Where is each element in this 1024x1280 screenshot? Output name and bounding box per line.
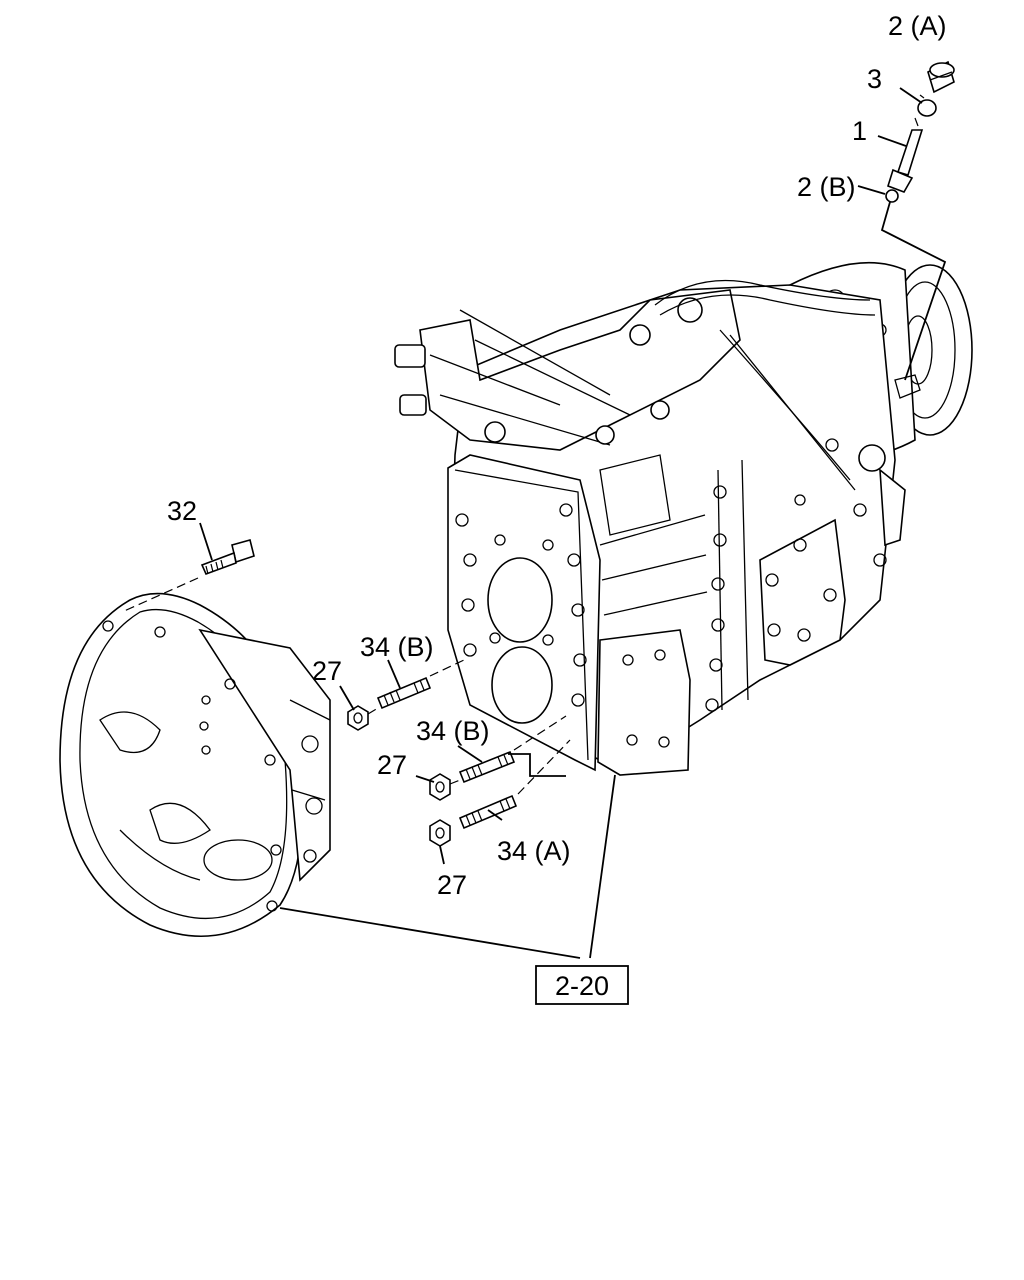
transmission-case — [394, 261, 973, 776]
nut-part — [429, 819, 451, 847]
callout-34b-lower: 34 (B) — [416, 716, 490, 746]
breather-pipe-part — [887, 129, 924, 193]
callout-2b: 2 (B) — [797, 172, 856, 202]
callout-27-middle: 27 — [377, 750, 407, 780]
stud-part — [458, 794, 518, 830]
plug-part — [885, 189, 899, 203]
reference-box[interactable]: 2-20 — [535, 965, 629, 1005]
reference-label: 2-20 — [555, 971, 609, 1001]
callout-27-lower: 27 — [437, 870, 467, 900]
callout-27-upper: 27 — [312, 656, 342, 686]
assembly-lines — [121, 94, 925, 795]
callout-2a: 2 (A) — [888, 11, 947, 41]
stud-part — [458, 750, 516, 784]
o-ring-part — [917, 99, 937, 117]
callout-3: 3 — [867, 64, 882, 94]
bolt-part — [200, 539, 255, 576]
nut-part — [429, 773, 451, 801]
flywheel-housing — [59, 592, 331, 938]
callout-1: 1 — [852, 116, 867, 146]
breather-cap-part — [927, 60, 955, 94]
nut-part — [347, 705, 369, 731]
callout-34a: 34 (A) — [497, 836, 571, 866]
callout-34b-upper: 34 (B) — [360, 632, 434, 662]
leader-lines — [199, 87, 947, 959]
stud-part — [376, 676, 432, 710]
callout-32: 32 — [167, 496, 197, 526]
